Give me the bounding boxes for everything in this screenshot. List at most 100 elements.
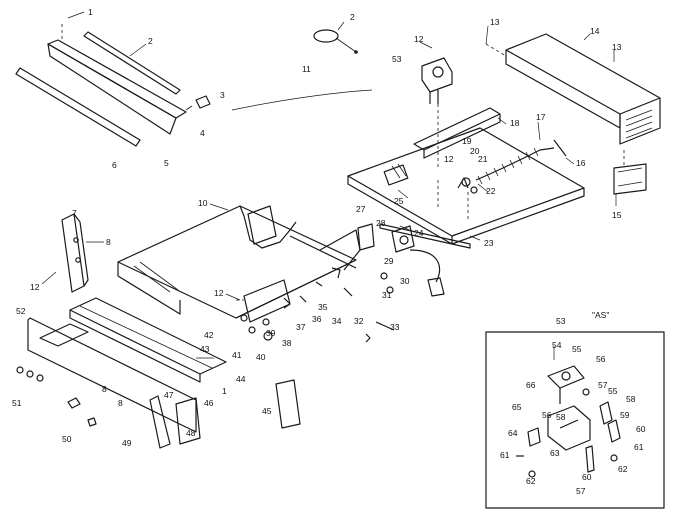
callout-6: 6 <box>112 160 117 170</box>
callout-12: 12 <box>30 282 40 292</box>
callout-24: 24 <box>414 228 424 238</box>
callout-12: 12 <box>214 288 224 298</box>
callout-30: 30 <box>400 276 410 286</box>
callout-1: 1 <box>88 7 93 17</box>
callout-54: 54 <box>552 340 562 350</box>
callout-8: 8 <box>102 384 107 394</box>
leader-curve <box>231 89 373 111</box>
panel-45 <box>275 379 301 429</box>
callout-57: 57 <box>576 486 586 496</box>
callout-60: 60 <box>636 424 646 434</box>
callout-56: 56 <box>542 410 552 420</box>
callout-22: 22 <box>486 186 496 196</box>
callout-28: 28 <box>376 218 386 228</box>
callout-59: 59 <box>620 410 630 420</box>
callout-49: 49 <box>122 438 132 448</box>
bracket-7 <box>61 213 89 293</box>
callout-62: 62 <box>618 464 628 474</box>
callout-66: 66 <box>526 380 536 390</box>
callout-62: 62 <box>526 476 536 486</box>
bracket-48 <box>149 395 201 449</box>
callout-58: 58 <box>626 394 636 404</box>
callout-8: 8 <box>106 237 111 247</box>
callout-14: 14 <box>590 26 600 36</box>
inset-title: "AS" <box>592 310 609 320</box>
callout-48: 48 <box>186 428 196 438</box>
callout-23: 23 <box>484 238 494 248</box>
callout-31: 31 <box>382 290 392 300</box>
callout-16: 16 <box>576 158 586 168</box>
callout-55: 55 <box>572 344 582 354</box>
callout-37: 37 <box>296 322 306 332</box>
callout-33: 33 <box>390 322 400 332</box>
callout-7: 7 <box>72 208 77 218</box>
callout-11: 11 <box>302 64 311 74</box>
housing-10 <box>117 205 361 319</box>
callout-43: 43 <box>200 344 210 354</box>
inset-ref-label: 53 <box>556 316 566 326</box>
callout-2: 2 <box>350 12 355 22</box>
wire-loop-part <box>313 29 358 54</box>
callout-5: 5 <box>164 158 169 168</box>
callout-51: 51 <box>12 398 22 408</box>
callout-12: 12 <box>414 34 424 44</box>
callout-60: 60 <box>582 472 592 482</box>
callout-29: 29 <box>384 256 394 266</box>
top-cover-part <box>485 33 661 168</box>
bracket-15 <box>613 163 647 195</box>
callout-58: 58 <box>556 412 566 422</box>
callout-57: 57 <box>598 380 608 390</box>
callout-35: 35 <box>318 302 328 312</box>
callout-1: 1 <box>222 386 227 396</box>
callout-65: 65 <box>512 402 522 412</box>
switch-53 <box>421 57 453 170</box>
callout-32: 32 <box>354 316 364 326</box>
callout-3: 3 <box>220 90 225 100</box>
panel-12 <box>236 279 291 323</box>
rail-24 <box>379 223 471 249</box>
callout-25: 25 <box>394 196 404 206</box>
callout-15: 15 <box>612 210 622 220</box>
callout-labels: 1 2 2 3 4 5 6 11 12 13 13 14 53 18 17 16… <box>12 7 646 496</box>
callout-55: 55 <box>608 386 618 396</box>
callout-19: 19 <box>462 136 472 146</box>
callout-61: 61 <box>634 442 644 452</box>
callout-39: 39 <box>266 328 276 338</box>
callout-27: 27 <box>356 204 366 214</box>
leader-lines <box>41 11 617 360</box>
front-strip-43 <box>69 297 227 383</box>
callout-36: 36 <box>312 314 322 324</box>
screw-32 <box>365 333 371 343</box>
callout-46: 46 <box>204 398 214 408</box>
probe-33 <box>375 321 395 331</box>
callout-52: 52 <box>16 306 26 316</box>
callout-12: 12 <box>444 154 454 164</box>
callout-47: 47 <box>164 390 174 400</box>
front-panel-52 <box>16 317 197 433</box>
inset-box-as <box>485 331 665 509</box>
callout-41: 41 <box>232 350 242 360</box>
callout-13: 13 <box>490 17 500 27</box>
callout-56: 56 <box>596 354 606 364</box>
small-hardware-34-42 <box>240 267 353 341</box>
callout-63: 63 <box>550 448 560 458</box>
channel-18 <box>413 107 501 159</box>
top-rail-parts <box>15 24 211 147</box>
callout-53: 53 <box>392 54 402 64</box>
flex-tube-17 <box>475 139 567 185</box>
callout-40: 40 <box>256 352 266 362</box>
callout-61: 61 <box>500 450 510 460</box>
callout-42: 42 <box>204 330 214 340</box>
callout-64: 64 <box>508 428 518 438</box>
small-parts-19-22 <box>437 177 478 220</box>
callout-8: 8 <box>118 398 123 408</box>
callout-13: 13 <box>612 42 622 52</box>
callout-21: 21 <box>478 154 488 164</box>
callout-17: 17 <box>536 112 546 122</box>
callout-50: 50 <box>62 434 72 444</box>
callout-10: 10 <box>198 198 208 208</box>
cord-30 <box>380 249 445 297</box>
callout-44: 44 <box>236 374 246 384</box>
callout-38: 38 <box>282 338 292 348</box>
